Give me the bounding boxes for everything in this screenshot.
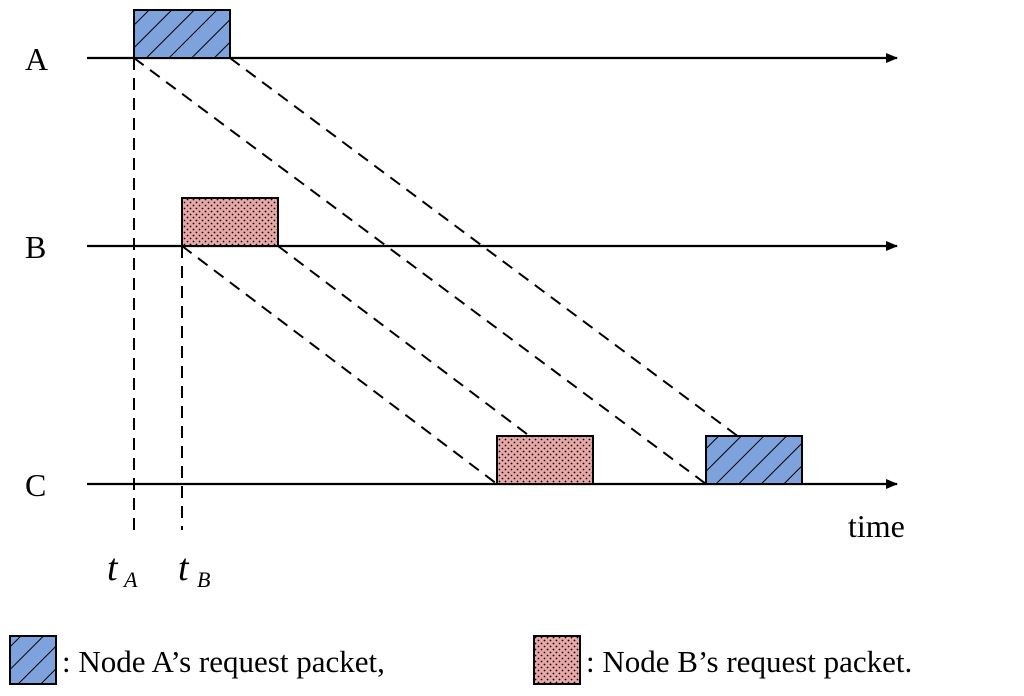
- packet-a-received: [705, 435, 803, 485]
- node-label-c: C: [25, 467, 46, 503]
- packet-b-sent: [181, 197, 279, 247]
- packet-a-sent: [133, 9, 231, 59]
- packet-b-received: [496, 435, 594, 485]
- legend-text-b: : Node B’s request packet.: [586, 644, 912, 679]
- propagation-a-end: [229, 57, 803, 485]
- legend-swatch-a: [9, 635, 57, 685]
- time-axis-label: time: [848, 508, 905, 544]
- legend: : Node A’s request packet, : Node B’s re…: [9, 635, 912, 685]
- marker-subscript-ta: A: [122, 567, 138, 592]
- node-label-b: B: [25, 229, 46, 265]
- propagation-a-start: [133, 57, 707, 485]
- legend-swatch-b: [533, 635, 581, 685]
- marker-label-tb: t: [178, 547, 190, 589]
- legend-text-a: : Node A’s request packet,: [62, 644, 385, 679]
- marker-subscript-tb: B: [197, 567, 210, 592]
- node-label-a: A: [25, 41, 48, 77]
- marker-label-ta: t: [107, 547, 119, 589]
- propagation-b-start: [181, 245, 498, 485]
